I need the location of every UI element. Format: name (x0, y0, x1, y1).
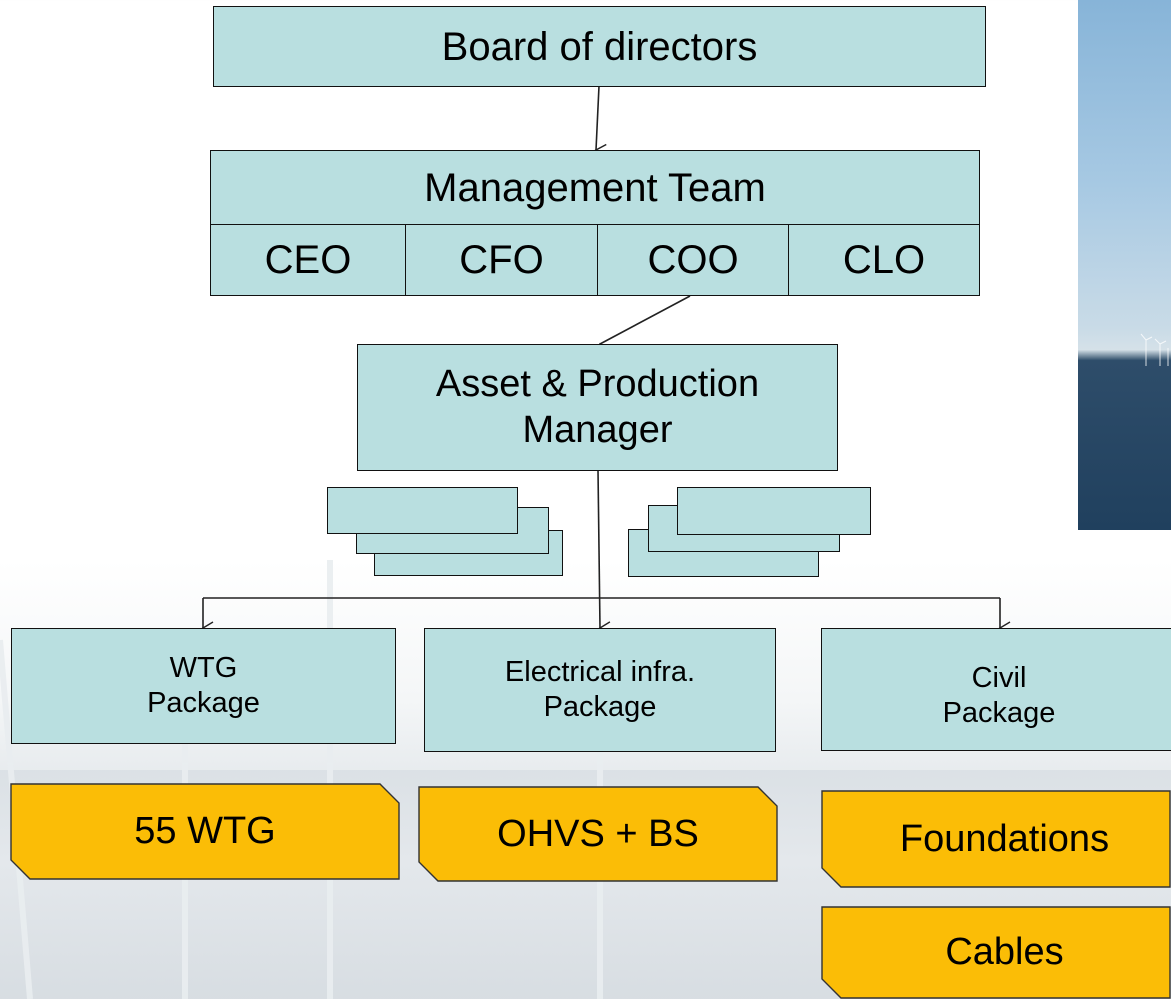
deliverable-foundations: Foundations (838, 790, 1171, 888)
civil-package-box: Civil Package (821, 628, 1171, 751)
asset-manager-label-line1: Asset & Production (435, 362, 760, 405)
team-stack-right-front (677, 487, 871, 535)
deliverable-cables: Cables (838, 906, 1171, 999)
electrical-infra-package-box: Electrical infra. Package (424, 628, 776, 752)
package-label-line1: Civil (971, 661, 1027, 694)
role-label: CEO (264, 237, 352, 282)
deliverable-ohvs-bs: OHVS + BS (418, 786, 778, 882)
offshore-wind-farm-photo (1078, 0, 1171, 530)
role-cell-coo: COO (597, 224, 789, 296)
asset-production-manager-box: Asset & Production Manager (357, 344, 838, 471)
deliverable-shape-cables (821, 906, 1171, 999)
deliverable-shape-ohvs-bs (418, 786, 778, 882)
role-label: CFO (459, 237, 544, 282)
board-of-directors-label: Board of directors (441, 24, 758, 69)
deliverable-shape-foundations (821, 790, 1171, 888)
arrow-management-to-asset (598, 295, 691, 356)
role-cell-clo: CLO (788, 224, 980, 296)
package-label-line2: Package (942, 696, 1056, 729)
role-cell-ceo: CEO (210, 224, 406, 296)
management-team-box: Management Team (210, 150, 980, 225)
package-label-line2: Package (543, 691, 657, 723)
management-team-label: Management Team (424, 165, 766, 210)
role-label: CLO (842, 237, 926, 282)
team-stack-left-front (327, 487, 518, 534)
deliverable-55-wtg: 55 WTG (10, 783, 400, 880)
deliverable-label: OHVS + BS (497, 812, 699, 855)
package-label-line2: Package (147, 687, 260, 719)
deliverable-label: 55 WTG (134, 810, 276, 852)
deliverable-label: Cables (945, 931, 1064, 973)
role-label: COO (647, 237, 739, 282)
role-cell-cfo: CFO (405, 224, 598, 296)
arrow-board-to-management (594, 85, 607, 158)
board-of-directors-box: Board of directors (213, 6, 986, 87)
package-label-line1: WTG (169, 652, 238, 685)
wtg-package-box: WTG Package (11, 628, 396, 744)
package-label-line1: Electrical infra. (504, 656, 696, 689)
deliverable-shape-55-wtg (10, 783, 400, 880)
deliverable-label: Foundations (899, 817, 1110, 860)
arrow-asset-to-electrical (597, 469, 611, 635)
asset-manager-label-line2: Manager (522, 408, 673, 451)
